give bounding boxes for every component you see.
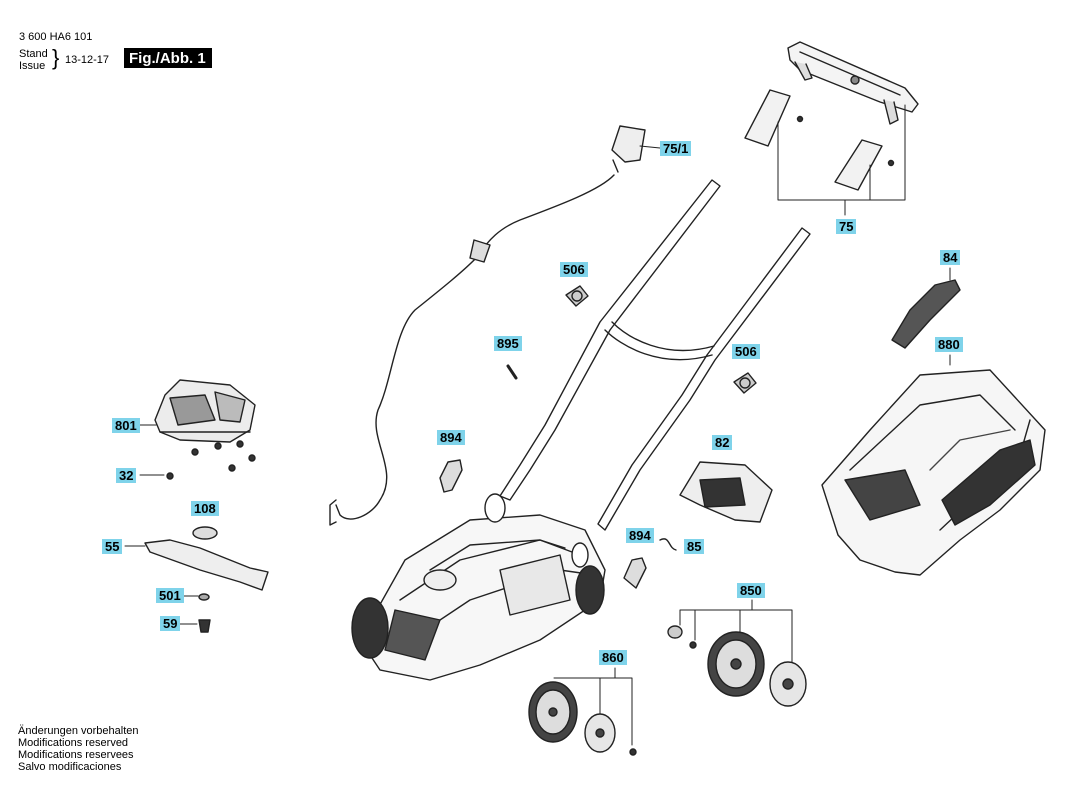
mower-housing — [359, 514, 606, 681]
hubcap-850 — [769, 661, 807, 707]
motor-801 — [154, 379, 256, 443]
housing-wheel-front — [351, 597, 389, 659]
knob-506-lower — [733, 372, 757, 394]
washer-108 — [192, 526, 218, 540]
motor-screws-32 — [166, 440, 256, 480]
part-label-82: 82 — [712, 435, 733, 450]
part-label-850: 850 — [737, 583, 765, 598]
bolt-59 — [198, 619, 211, 633]
part-label-75-1: 75/1 — [660, 141, 692, 156]
part-label-880: 880 — [935, 337, 963, 352]
stand-label: Stand — [19, 48, 48, 60]
power-cable — [335, 174, 615, 520]
part-label-84: 84 — [940, 250, 961, 265]
footer-line-de: Änderungen vorbehalten — [18, 725, 139, 737]
handle-tube-right — [597, 227, 811, 531]
footer-notes: Änderungen vorbehalten Modifications res… — [18, 725, 138, 773]
switch-box — [611, 125, 646, 163]
footer-line-en: Modifications reserved — [18, 737, 129, 749]
flap-82 — [679, 461, 773, 523]
pin-895 — [506, 364, 518, 380]
wheel-850 — [707, 631, 765, 697]
footer-line-es: Salvo modificaciones — [18, 761, 122, 773]
header-brace: } — [52, 45, 60, 70]
part-label-501: 501 — [156, 588, 184, 603]
issue-date: 13-12-17 — [65, 54, 110, 66]
axle-bush — [667, 625, 683, 639]
part-label-506-lower: 506 — [732, 344, 760, 359]
part-label-55: 55 — [102, 539, 123, 554]
figure-label: Fig./Abb. 1 — [124, 48, 212, 68]
handle-clamp-right — [834, 139, 883, 191]
handle-top-bar — [787, 41, 919, 125]
washer-501 — [198, 593, 210, 601]
grass-box-cover-84 — [891, 279, 961, 349]
knob-506-upper — [565, 285, 589, 307]
cable-clip-894-lower — [623, 557, 647, 589]
cable-clip-894-upper — [439, 459, 463, 493]
part-label-85: 85 — [684, 539, 705, 554]
part-label-895: 895 — [494, 336, 522, 351]
part-label-894-lower: 894 — [626, 528, 654, 543]
footer-line-fr: Modifications reservees — [18, 749, 134, 761]
handle-tube-left — [499, 179, 721, 501]
handle-clamp-left — [744, 89, 791, 147]
part-label-860: 860 — [599, 650, 627, 665]
part-label-506-upper: 506 — [560, 262, 588, 277]
part-label-894-upper: 894 — [437, 430, 465, 445]
grass-box-880 — [821, 369, 1046, 576]
blade-55 — [144, 539, 269, 591]
part-label-75: 75 — [836, 219, 857, 234]
part-label-32: 32 — [116, 468, 137, 483]
spring-85 — [659, 538, 677, 551]
housing-wheel-rear — [575, 565, 605, 615]
part-label-59: 59 — [160, 616, 181, 631]
wheel-860 — [528, 681, 578, 743]
part-label-801: 801 — [112, 418, 140, 433]
hubcap-860 — [584, 713, 616, 753]
part-number: 3 600 HA6 101 — [19, 31, 93, 43]
part-label-108: 108 — [191, 501, 219, 516]
issue-label: Issue — [19, 60, 46, 72]
